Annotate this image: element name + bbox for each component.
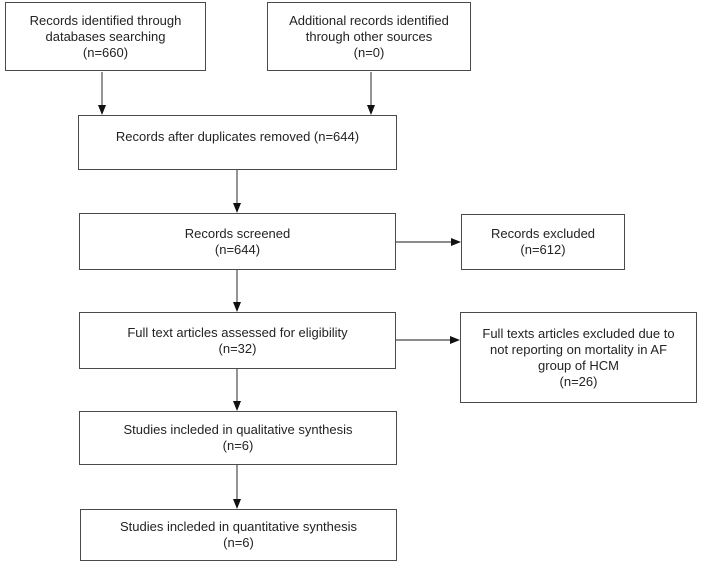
text-line: (n=660) bbox=[82, 44, 129, 60]
text-line: (n=6) bbox=[223, 535, 254, 550]
text-line: (n=26) bbox=[559, 373, 598, 389]
text-line: Records identified through bbox=[29, 12, 182, 28]
box-additional-records: Additional records identified through ot… bbox=[267, 2, 471, 71]
box-records-excluded: Records excluded (n=612) bbox=[461, 214, 625, 270]
text-line: (n=644) bbox=[214, 241, 261, 257]
text-line: Full texts articles excluded due to bbox=[482, 325, 675, 341]
text-line: Records screened bbox=[184, 225, 291, 241]
text-line: Records excluded bbox=[490, 226, 596, 241]
text-line: Studies incleded in qualitative synthesi… bbox=[123, 422, 353, 437]
box-fulltext-assessed: Full text articles assessed for eligibil… bbox=[79, 312, 396, 369]
text-line: Studies incleded in quantitative synthes… bbox=[119, 519, 358, 534]
text-line: not reporting on mortality in AF bbox=[489, 341, 668, 357]
text-line: databases searching bbox=[45, 28, 166, 44]
text-line: (n=6) bbox=[222, 438, 254, 453]
box-records-identified: Records identified through databases sea… bbox=[5, 2, 206, 71]
text-line: through other sources bbox=[305, 28, 433, 44]
text-line: (n=612) bbox=[520, 242, 566, 257]
text-line: group of HCM bbox=[538, 357, 619, 373]
box-records-after-duplicates: Records after duplicates removed (n=644) bbox=[78, 115, 397, 170]
text-line: Records after duplicates removed (n=644) bbox=[115, 128, 360, 144]
text-line: Additional records identified bbox=[289, 12, 449, 28]
text-line: (n=32) bbox=[218, 340, 257, 356]
box-quantitative-synthesis: Studies incleded in quantitative synthes… bbox=[80, 509, 397, 561]
box-records-screened: Records screened (n=644) bbox=[79, 213, 396, 270]
box-fulltext-excluded: Full texts articles excluded due to not … bbox=[460, 312, 697, 403]
text-line: (n=0) bbox=[353, 44, 385, 60]
box-qualitative-synthesis: Studies incleded in qualitative synthesi… bbox=[79, 411, 397, 465]
text-line: Full text articles assessed for eligibil… bbox=[127, 324, 348, 340]
